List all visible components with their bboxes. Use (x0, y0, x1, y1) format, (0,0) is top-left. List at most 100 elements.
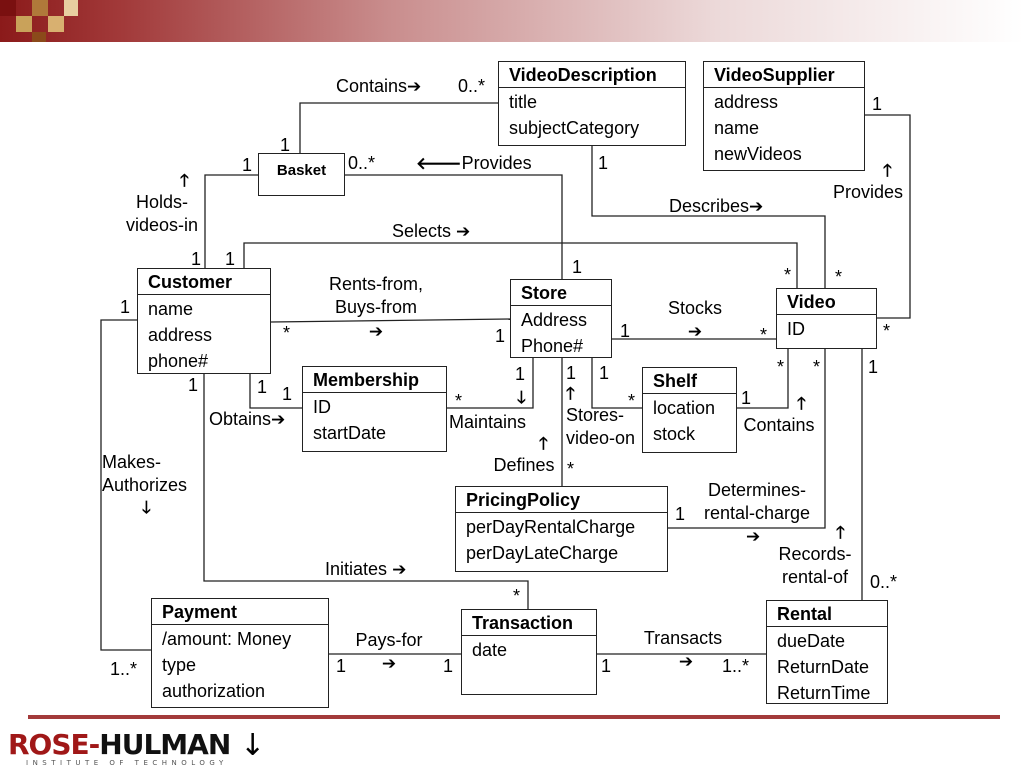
class-attribute: name (148, 299, 194, 319)
assoc-label-records-rental-of: 🡑 Records- rental-of (770, 522, 860, 589)
assoc-label-transacts: Transacts ➔ (638, 627, 728, 674)
multiplicity: 0..* (348, 153, 376, 173)
multiplicity: * (784, 265, 792, 285)
arrow-right-icon: ➔ (368, 322, 384, 342)
line-store-shelf (591, 358, 642, 409)
multiplicity: 1 (280, 135, 291, 155)
assoc-text: videos-in (125, 215, 199, 235)
multiplicity: 1 (257, 377, 268, 397)
class-attribute: ID (787, 319, 805, 339)
assoc-text: Holds- (135, 192, 188, 212)
assoc-label-describes: Describes➔ (669, 195, 763, 219)
multiplicity: * (883, 321, 891, 341)
assoc-label-obtains: Obtains➔ (209, 408, 285, 432)
multiplicity: * (628, 391, 636, 411)
class-name: Video (777, 289, 876, 315)
class-name: Basket (276, 162, 327, 179)
multiplicity: * (455, 391, 463, 411)
class-attribute: ReturnDate (777, 657, 870, 677)
multiplicity: 1 (675, 504, 686, 524)
arrow-up-icon: 🡑 (180, 171, 189, 191)
multiplicity: 1 (188, 375, 199, 395)
class-payment: Payment /amount: Money type authorizatio… (151, 598, 329, 708)
class-name: Customer (138, 269, 270, 295)
arrow-up-icon: 🡑 (836, 523, 845, 543)
line-basket-customer (204, 174, 258, 268)
line-basket-store (345, 174, 563, 279)
class-attribute: authorization (162, 681, 266, 701)
multiplicity: 1 (443, 656, 454, 676)
arrow-right-icon: ➔ (271, 410, 286, 430)
arrow-down-icon: 🡓 (142, 498, 151, 518)
multiplicity: 0..* (870, 572, 898, 592)
line-customer-membership (249, 374, 302, 409)
assoc-text: Selects (392, 221, 452, 241)
assoc-text: Obtains (209, 409, 272, 429)
logo-subtitle: INSTITUTE OF TECHNOLOGY (26, 759, 228, 767)
assoc-text: Authorizes (102, 475, 188, 495)
multiplicity: 1 (620, 321, 631, 341)
assoc-label-contains: Contains➔ (336, 75, 421, 99)
class-name: VideoDescription (499, 62, 685, 88)
assoc-text: Provides (461, 153, 532, 173)
banner-square (64, 0, 78, 16)
arrow-right-icon: ➔ (746, 527, 761, 547)
assoc-text: Buys-from (334, 297, 417, 317)
arrow-right-icon: ➔ (678, 652, 694, 672)
multiplicity: 1 (336, 656, 347, 676)
multiplicity: 1 (868, 357, 879, 377)
arrow-right-icon: ➔ (381, 654, 397, 674)
assoc-text: rental-of (781, 567, 849, 587)
multiplicity: * (813, 357, 821, 377)
arrow-up-icon: 🡑 (797, 394, 806, 414)
multiplicity: 1 (572, 257, 583, 277)
banner-square (32, 32, 46, 42)
arrow-up-icon: 🡑 (539, 434, 548, 454)
class-name: Rental (767, 601, 887, 627)
line-basket-videodescription (299, 102, 498, 153)
class-attribute: startDate (313, 423, 387, 443)
line-videodescription-video (591, 146, 826, 288)
arrow-down-icon: 🡓 (517, 388, 526, 408)
assoc-text: Pays-for (355, 630, 423, 650)
assoc-label-defines: 🡑 Defines (489, 433, 559, 477)
banner-square (0, 0, 16, 16)
banner-square (16, 16, 32, 32)
multiplicity: 1 (566, 363, 577, 383)
assoc-label-initiates: Initiates ➔ (325, 558, 406, 582)
assoc-text: Rents-from, (328, 274, 424, 294)
line-pricingpolicy-video (668, 349, 826, 529)
arrow-right-icon: ➔ (456, 222, 471, 242)
multiplicity: 1 (872, 94, 883, 114)
logo-text-red: ROSE- (8, 728, 100, 761)
assoc-label-determines: Determines- rental-charge (695, 479, 819, 525)
down-arrow-icon: ↓ (240, 728, 266, 763)
multiplicity: 1 (225, 249, 236, 269)
assoc-text: Records- (778, 544, 852, 564)
line-membership-store (447, 358, 534, 409)
multiplicity: 1..* (110, 659, 138, 679)
assoc-text: Stocks (667, 298, 723, 318)
assoc-label-maintains: Maintains (449, 411, 526, 434)
arrow-up-icon: 🡑 (883, 161, 892, 181)
arrow-right-icon: ➔ (687, 322, 703, 342)
assoc-text: Contains (743, 415, 815, 435)
class-attribute: phone# (148, 351, 209, 371)
class-attribute: dueDate (777, 631, 846, 651)
assoc-label-rents-from: Rents-from, Buys-from ➔ (318, 273, 434, 344)
class-attribute: date (472, 640, 508, 660)
class-basket: Basket (258, 153, 345, 196)
class-attribute: Phone# (521, 336, 584, 356)
footer-rule (28, 715, 1000, 719)
class-pricingpolicy: PricingPolicy perDayRentalCharge perDayL… (455, 486, 668, 572)
class-name: Transaction (462, 610, 596, 636)
arrow-right-icon: ➔ (407, 77, 422, 97)
multiplicity: 1 (599, 363, 610, 383)
multiplicity: 1 (601, 656, 612, 676)
class-name: Shelf (643, 368, 736, 394)
class-attribute: newVideos (714, 144, 802, 164)
assoc-label-selects: Selects ➔ (392, 220, 470, 244)
class-store: Store Address Phone# (510, 279, 612, 358)
logo-text-dark: HULMAN (99, 728, 231, 761)
class-attribute: name (714, 118, 760, 138)
